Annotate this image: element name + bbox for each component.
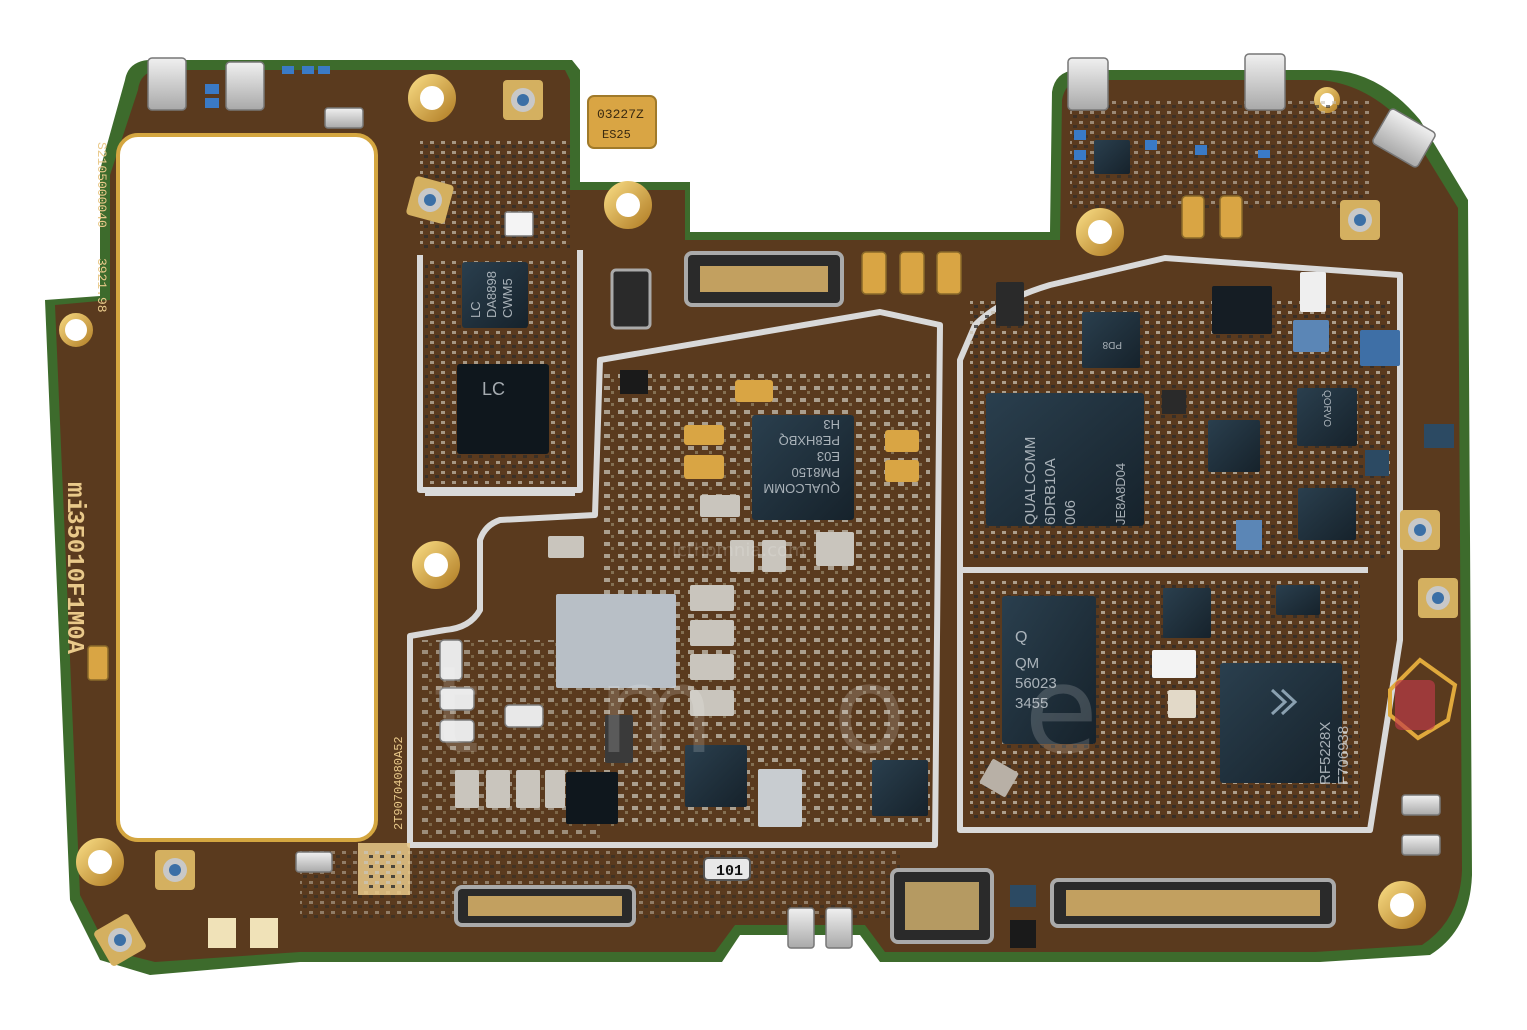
power-ic-marking: LC DA8898 CWM5 xyxy=(468,271,515,318)
watermark-logo: ic t m o e xyxy=(175,642,1138,781)
svg-text:6DRB10A: 6DRB10A xyxy=(1042,458,1059,525)
hex-marker xyxy=(1388,657,1458,741)
brand-logo: mi xyxy=(60,482,90,513)
ceramic-blocks xyxy=(455,272,1326,808)
chip-audio xyxy=(457,364,549,454)
red-sticker xyxy=(1395,680,1435,730)
svg-text:Q: Q xyxy=(1015,629,1027,646)
soc-marking: QUALCOMM PM8150 E03 PE8HXBQ H3 xyxy=(763,417,840,496)
gold-pads xyxy=(208,918,278,948)
mounting-holes xyxy=(76,74,1426,929)
metal-can-small xyxy=(758,769,802,827)
svg-text:PE8HXBQ: PE8HXBQ xyxy=(779,433,840,448)
svg-text:PM8150: PM8150 xyxy=(792,465,840,480)
date-code: 3921.98 xyxy=(94,258,109,313)
svg-text:F706938: F706938 xyxy=(1335,726,1352,785)
chip-soc xyxy=(752,415,854,520)
chip-power-ic xyxy=(462,262,528,328)
small-ics xyxy=(566,140,1454,948)
crystal-mark: 03227Z xyxy=(597,107,644,122)
svg-text:LC: LC xyxy=(468,301,483,318)
svg-text:CWM5: CWM5 xyxy=(500,278,515,318)
svg-text:QM: QM xyxy=(1015,655,1039,672)
board-cutout xyxy=(116,133,378,842)
modem-marking: QUALCOMM 6DRB10A JE8A8D04 006 xyxy=(1022,437,1128,525)
rf-marking: RF5228X F706938 xyxy=(1317,722,1352,785)
svg-text:QUALCOMM: QUALCOMM xyxy=(1022,437,1039,525)
svg-text:QUALCOMM: QUALCOMM xyxy=(763,481,840,496)
pmic-marking: Q QM 56023 3455 xyxy=(1015,629,1057,712)
resistor-101 xyxy=(703,857,751,881)
resistor-mark: 101 xyxy=(716,863,743,880)
chip-modem xyxy=(986,393,1144,526)
gold-caps xyxy=(684,380,919,482)
spring-contacts xyxy=(147,53,1441,949)
svg-text:3455: 3455 xyxy=(1015,695,1048,712)
model-code: 35010F1M0A xyxy=(60,510,87,655)
qorvo-marking: QORVO xyxy=(1321,390,1332,427)
watermark-site: icthomnia.com xyxy=(672,540,806,561)
chip-pmic xyxy=(1002,596,1096,744)
svg-text:E03: E03 xyxy=(817,449,840,464)
svg-text:DA8898: DA8898 xyxy=(484,271,499,318)
audio-marking: LC xyxy=(482,379,505,399)
btb-connectors xyxy=(454,251,1336,944)
svg-text:56023: 56023 xyxy=(1015,675,1057,692)
svg-text:JE8A8D04: JE8A8D04 xyxy=(1113,463,1128,525)
silver-inductors xyxy=(439,639,544,743)
crystal-sub: ES25 xyxy=(602,128,631,142)
svg-text:RF5228X: RF5228X xyxy=(1317,722,1334,785)
serial-left: S2105000040 xyxy=(94,142,109,228)
lot-code: 2T90704080A52 xyxy=(392,736,406,830)
chip-rf xyxy=(1220,663,1342,783)
mount-hole xyxy=(59,313,93,347)
pd8-marking: PD8 xyxy=(1102,339,1122,350)
antenna-connectors xyxy=(94,80,1458,966)
metal-can xyxy=(556,594,676,688)
blue-passives xyxy=(205,66,1270,160)
metal-can-small xyxy=(979,759,1019,797)
gold-spring-contacts xyxy=(87,195,1243,681)
crystal-oscillator xyxy=(587,95,657,149)
svg-text:006: 006 xyxy=(1062,500,1079,525)
shield-strip xyxy=(425,490,575,496)
svg-text:H3: H3 xyxy=(823,417,840,432)
